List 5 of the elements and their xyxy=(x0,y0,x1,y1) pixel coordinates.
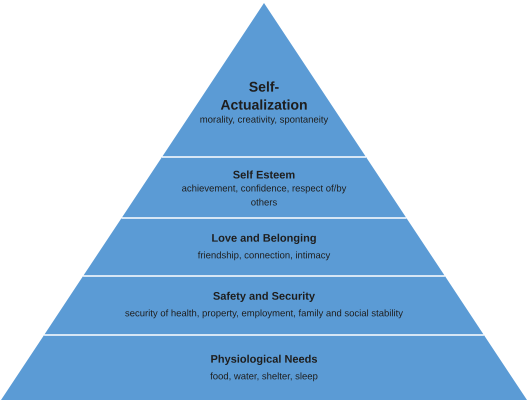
pyramid-level: Safety and Security security of health, property, employment, family and social stability xyxy=(44,276,484,335)
pyramid-level: Love and Belonging friendship, connection, intimacy xyxy=(83,218,445,276)
pyramid-level: Self- Actualization morality, creativity, spontaneity xyxy=(162,3,366,157)
pyramid-level: Self Esteem achievement, confidence, respect of/by others xyxy=(122,157,406,218)
pyramid-level: Physiological Needs food, water, shelter, sleep xyxy=(1,335,527,400)
